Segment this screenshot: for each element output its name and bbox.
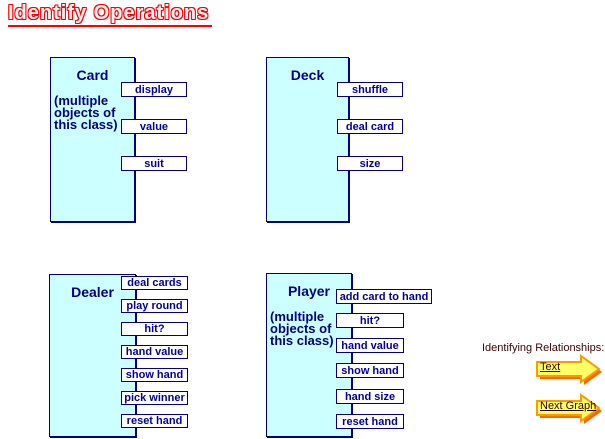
operation-hit-button[interactable]: hit?	[336, 313, 404, 328]
class-box-card: Card (multiple objects of this class)	[50, 57, 135, 222]
class-name-deck: Deck	[290, 67, 325, 83]
class-name-dealer: Dealer	[71, 284, 114, 300]
page-title: Identify Operations	[8, 3, 213, 27]
operation-hand-value-button[interactable]: hand value	[336, 338, 404, 353]
class-name-card: Card	[76, 67, 109, 83]
text-arrow-label: Text	[540, 361, 561, 373]
operation-show-hand-button[interactable]: show hand	[121, 368, 188, 382]
operation-hand-value-button[interactable]: hand value	[121, 345, 188, 359]
class-box-deck: Deck	[266, 57, 349, 222]
operation-play-round-button[interactable]: play round	[121, 299, 188, 313]
operation-reset-hand-button[interactable]: reset hand	[121, 414, 188, 428]
next-graph-arrow-label: Next Graph	[540, 400, 597, 412]
legend-label: Identifying Relationships:	[482, 342, 605, 354]
operation-hit-button[interactable]: hit?	[121, 322, 188, 336]
operation-shuffle-button[interactable]: shuffle	[337, 82, 403, 97]
operation-add-card-to-hand-button[interactable]: add card to hand	[336, 289, 432, 304]
arrow-right-icon	[536, 354, 602, 385]
operation-size-button[interactable]: size	[337, 156, 403, 171]
arrow-right-icon	[536, 393, 602, 424]
class-name-player: Player	[287, 283, 331, 299]
operation-suit-button[interactable]: suit	[121, 156, 187, 171]
operation-deal-card-button[interactable]: deal card	[337, 119, 403, 134]
operation-deal-cards-button[interactable]: deal cards	[121, 276, 188, 290]
operation-reset-hand-button[interactable]: reset hand	[336, 414, 404, 429]
operation-pick-winner-button[interactable]: pick winner	[121, 391, 188, 405]
operation-value-button[interactable]: value	[121, 119, 187, 134]
operation-display-button[interactable]: display	[121, 82, 187, 97]
next-graph-arrow-button[interactable]: Next Graph	[536, 393, 602, 425]
class-note-card: (multiple objects of this class)	[54, 93, 118, 132]
operation-hand-size-button[interactable]: hand size	[336, 389, 404, 404]
class-note-player: (multiple objects of this class)	[270, 309, 334, 348]
text-arrow-button[interactable]: Text	[536, 354, 602, 386]
operation-show-hand-button[interactable]: show hand	[336, 363, 404, 378]
